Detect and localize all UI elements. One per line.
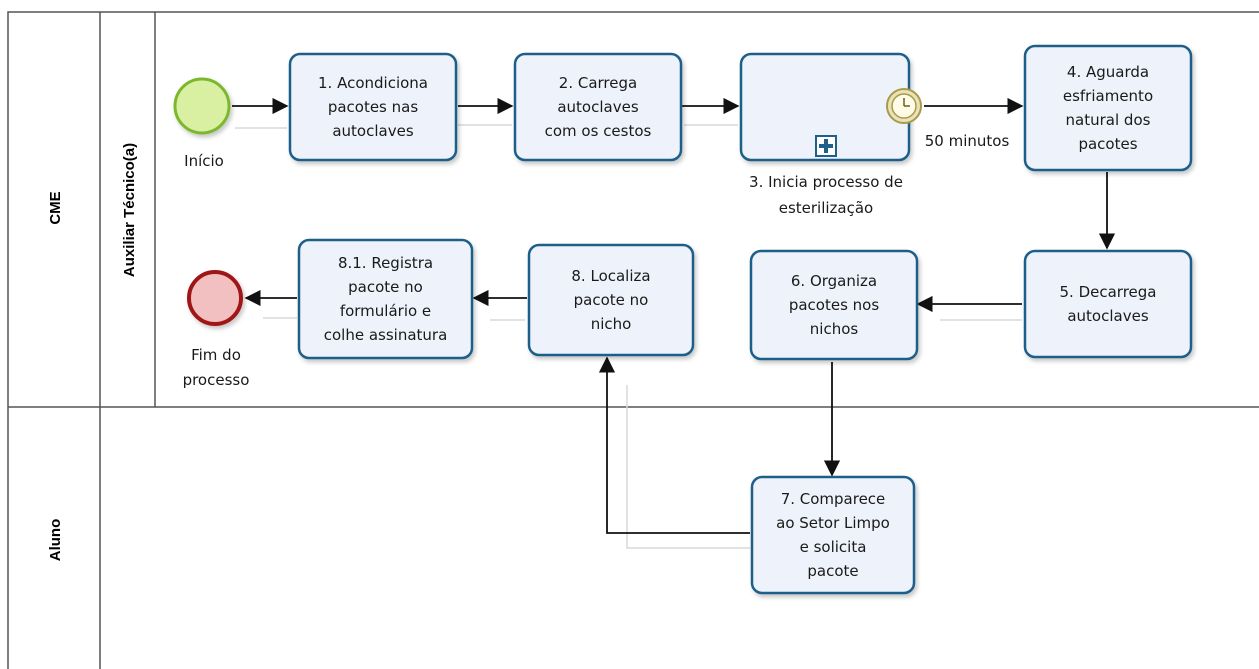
task-t4[interactable]: 4. Aguarda esfriamento natural dos pacotes (1023, 44, 1193, 172)
task-label-line: pacote no (574, 291, 649, 309)
timer-event[interactable]: 50 minutos (886, 88, 1010, 150)
task-label-line: nicho (591, 315, 632, 333)
task-box (749, 249, 919, 361)
flow-t7-to-t8 (598, 356, 750, 534)
subprocess-marker-icon[interactable] (815, 135, 837, 157)
subprocess-caption-line-2: esterilização (779, 199, 874, 217)
task-box (750, 475, 916, 595)
task-label-line: 8. Localiza (571, 267, 650, 285)
subprocess-caption: 3. Inicia processo de esterilização (749, 173, 903, 217)
task-box (513, 52, 683, 162)
task-label-line: pacotes (1078, 135, 1137, 153)
start-event[interactable]: Início (173, 77, 231, 170)
lane-label-auxiliar: Auxiliar Técnico(a) (121, 143, 138, 277)
task-label-line: autoclaves (1067, 307, 1148, 325)
task-label-line: 5. Decarrega (1060, 283, 1157, 301)
task-label-line: autoclaves (557, 98, 638, 116)
task-label-line: 2. Carrega (559, 74, 637, 92)
task-label-line: nichos (810, 320, 859, 338)
end-label-line-1: Fim do (191, 346, 241, 364)
lane-label-aluno: Aluno (47, 519, 64, 562)
timer-label: 50 minutos (925, 132, 1010, 150)
task-label-line: pacotes nos (789, 296, 880, 314)
task-label-line: colhe assinatura (324, 326, 448, 344)
end-event[interactable]: Fim do processo (183, 270, 250, 389)
task-label-line: 8.1. Registra (338, 254, 433, 272)
task-t1[interactable]: 1. Acondiciona pacotes nas autoclaves (288, 52, 458, 162)
task-label-line: pacote (807, 562, 858, 580)
task-label-line: natural dos (1066, 111, 1151, 129)
task-label-line: ao Setor Limpo (776, 514, 890, 532)
task-t6[interactable]: 6. Organiza pacotes nos nichos (749, 249, 919, 361)
pool-label: CME (47, 191, 64, 224)
task-label-line: formulário e (340, 302, 431, 320)
task-box (1023, 249, 1193, 359)
task-t7[interactable]: 7. Comparece ao Setor Limpo e solicita paco… (750, 475, 916, 595)
task-box (527, 243, 695, 357)
task-label-line: 4. Aguarda (1067, 63, 1149, 81)
ghost-connectors (235, 124, 1022, 549)
task-t8[interactable]: 8. Localiza pacote no nicho (527, 243, 695, 357)
sequence-flows (232, 97, 1116, 534)
task-label-line: com os cestos (545, 122, 652, 140)
task-label-line: autoclaves (332, 122, 413, 140)
task-box (288, 52, 458, 162)
subprocess-caption-line-1: 3. Inicia processo de (749, 173, 903, 191)
task-label-line: pacotes nas (328, 98, 419, 116)
task-label-line: 1. Acondiciona (318, 74, 428, 92)
task-label-line: esfriamento (1063, 87, 1153, 105)
task-label-line: 7. Comparece (781, 490, 886, 508)
task-label-line: pacote no (348, 278, 423, 296)
task-t2[interactable]: 2. Carrega autoclaves com os cestos (513, 52, 683, 162)
start-circle (173, 77, 231, 135)
end-label-line-2: processo (183, 371, 250, 389)
task-label-line: 6. Organiza (791, 272, 877, 290)
task-t5[interactable]: 5. Decarrega autoclaves (1023, 249, 1193, 359)
start-label: Início (184, 152, 224, 170)
task-t81[interactable]: 8.1. Registra pacote no formulário e colhe … (297, 238, 474, 360)
end-circle (187, 270, 243, 326)
task-box (297, 238, 474, 360)
task-box (1023, 44, 1193, 172)
task-label-line: e solicita (800, 538, 867, 556)
